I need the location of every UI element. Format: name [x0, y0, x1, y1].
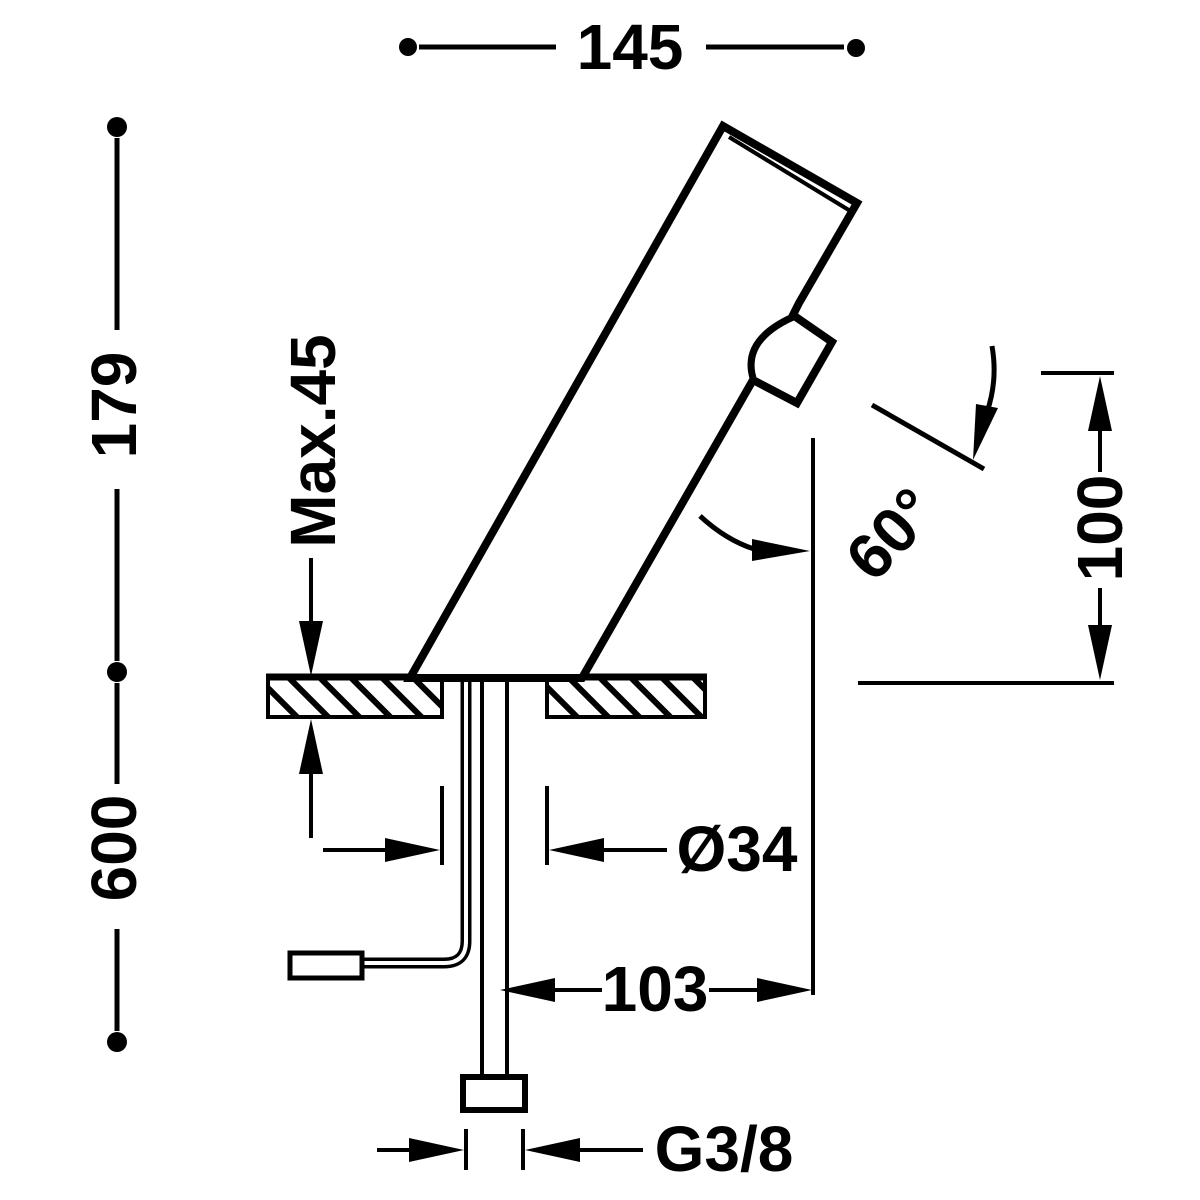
counter-section [266, 673, 707, 719]
arrowhead-up [299, 719, 323, 774]
clearance-below-label: 600 [78, 795, 150, 902]
dim-hole-diameter: Ø34 [323, 786, 798, 885]
sensor-cable [287, 674, 472, 981]
dimension-dot [107, 1032, 127, 1052]
faucet-outline [403, 120, 863, 682]
arrowhead-right [757, 978, 812, 1002]
arrowhead-down [299, 621, 323, 676]
arrowhead-left [549, 838, 604, 862]
angle-reference-line [870, 402, 986, 472]
arrowhead-right [385, 838, 440, 862]
connector-nut [460, 1074, 528, 1113]
hole-diameter-label: Ø34 [677, 813, 798, 885]
arrowhead-right [409, 1138, 464, 1162]
max-counter-thickness-label: Max.45 [277, 334, 349, 547]
horizontal-offset-label: 103 [602, 953, 709, 1025]
sensor-window [747, 313, 795, 379]
dim-supply-thread: G3/8 [377, 1113, 793, 1185]
arrowhead-up [1088, 376, 1112, 431]
dimension-dot [847, 39, 865, 57]
dimension-dot [107, 662, 127, 682]
arrowhead-to-axis [973, 404, 998, 460]
sensor-height-label: 100 [1064, 475, 1136, 582]
height-above-counter-label: 179 [78, 352, 150, 459]
dimension-dot [399, 38, 417, 56]
arrowhead-down [1088, 625, 1112, 680]
spout-end-cap-line [727, 135, 854, 214]
faucet-body [403, 120, 863, 682]
counter-slab-right [545, 676, 707, 719]
angle-arc-upper [984, 345, 997, 413]
dim-height-above-counter: 179 [78, 117, 150, 682]
cable-core [362, 674, 468, 965]
dim-overall-width: 145 [399, 11, 865, 83]
counter-slab-left [266, 676, 444, 719]
dim-max-counter-thickness: Max.45 [277, 334, 349, 838]
arrowhead-left [525, 1138, 580, 1162]
dim-sensor-height: 100 [858, 371, 1136, 685]
dimension-dot [107, 117, 127, 137]
angle-arc-lower [698, 514, 755, 552]
dim-clearance-below: 600 [78, 683, 150, 1052]
dim-horizontal-offset: 103 [500, 953, 812, 1025]
cable-plug [287, 950, 365, 981]
supply-thread-label: G3/8 [655, 1113, 794, 1185]
arrowhead-left [500, 978, 555, 1002]
arrowhead-to-vertical [752, 539, 810, 561]
supply-pipe [460, 674, 528, 1113]
overall-width-label: 145 [577, 11, 684, 83]
